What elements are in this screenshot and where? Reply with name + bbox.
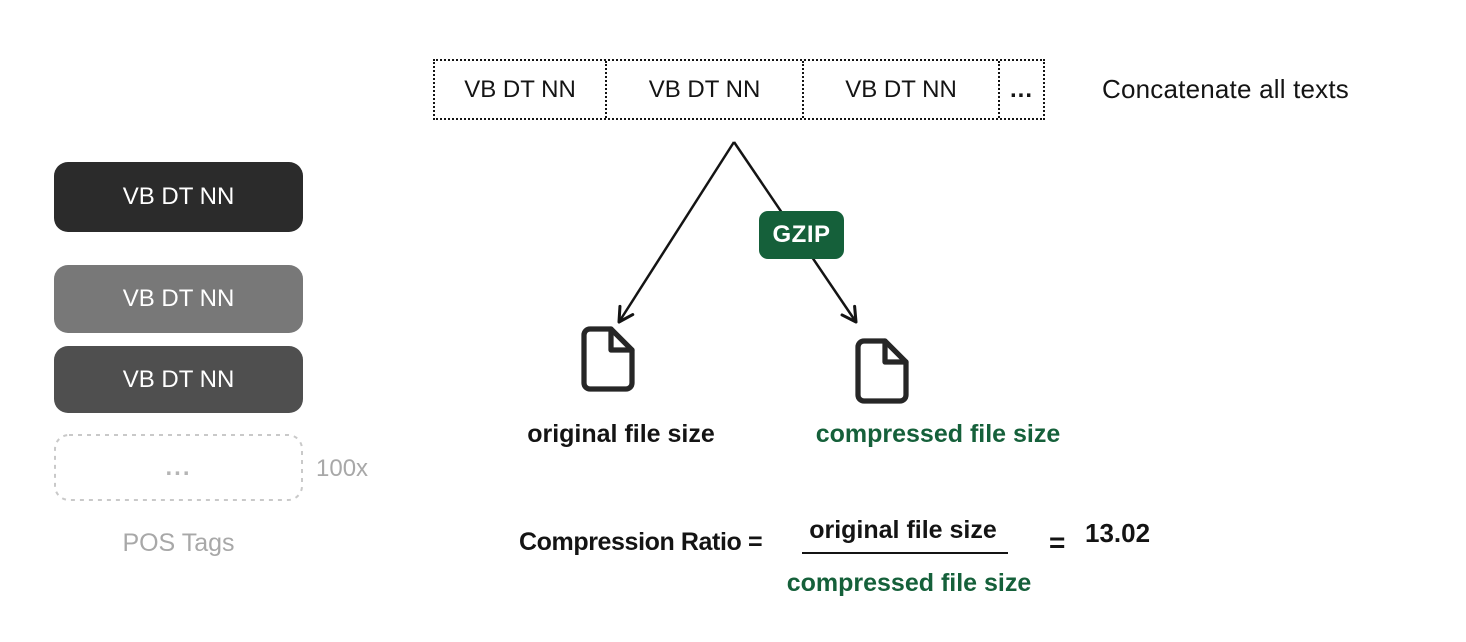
formula-numerator: original file size [809, 516, 997, 544]
concatenated-sequence-box: VB DT NN VB DT NN VB DT NN ... [433, 59, 1045, 120]
original-file-size-label: original file size [527, 420, 715, 448]
pos-tag-ellipsis-box: ... [54, 434, 303, 501]
formula-denominator: compressed file size [786, 569, 1032, 597]
original-file-icon [581, 326, 635, 392]
arrow-to-original [617, 141, 736, 324]
gzip-badge: GZIP [759, 211, 844, 259]
pos-tags-caption: POS Tags [122, 529, 235, 557]
compressed-file-size-label: compressed file size [815, 420, 1061, 448]
sequence-cell-ellipsis: ... [998, 61, 1043, 118]
compressed-file-icon [855, 338, 909, 404]
pos-tag-box-3: VB DT NN [54, 346, 303, 413]
fraction-bar [802, 552, 1008, 554]
dashed-border [54, 434, 303, 501]
concatenate-caption: Concatenate all texts [1102, 74, 1350, 104]
sequence-cell: VB DT NN [464, 75, 576, 103]
ellipsis-dots: ... [165, 453, 192, 481]
pos-tag-box-2: VB DT NN [54, 265, 303, 333]
pos-tag-box-1: VB DT NN [54, 162, 303, 232]
formula-equals-sign: = [1049, 527, 1066, 558]
sequence-cell: VB DT NN [802, 61, 998, 118]
sequence-cell: VB DT NN [605, 61, 802, 118]
multiplier-label: 100x [316, 454, 369, 482]
formula-lhs: Compression Ratio = [519, 528, 763, 556]
formula-result: 13.02 [1085, 518, 1151, 548]
